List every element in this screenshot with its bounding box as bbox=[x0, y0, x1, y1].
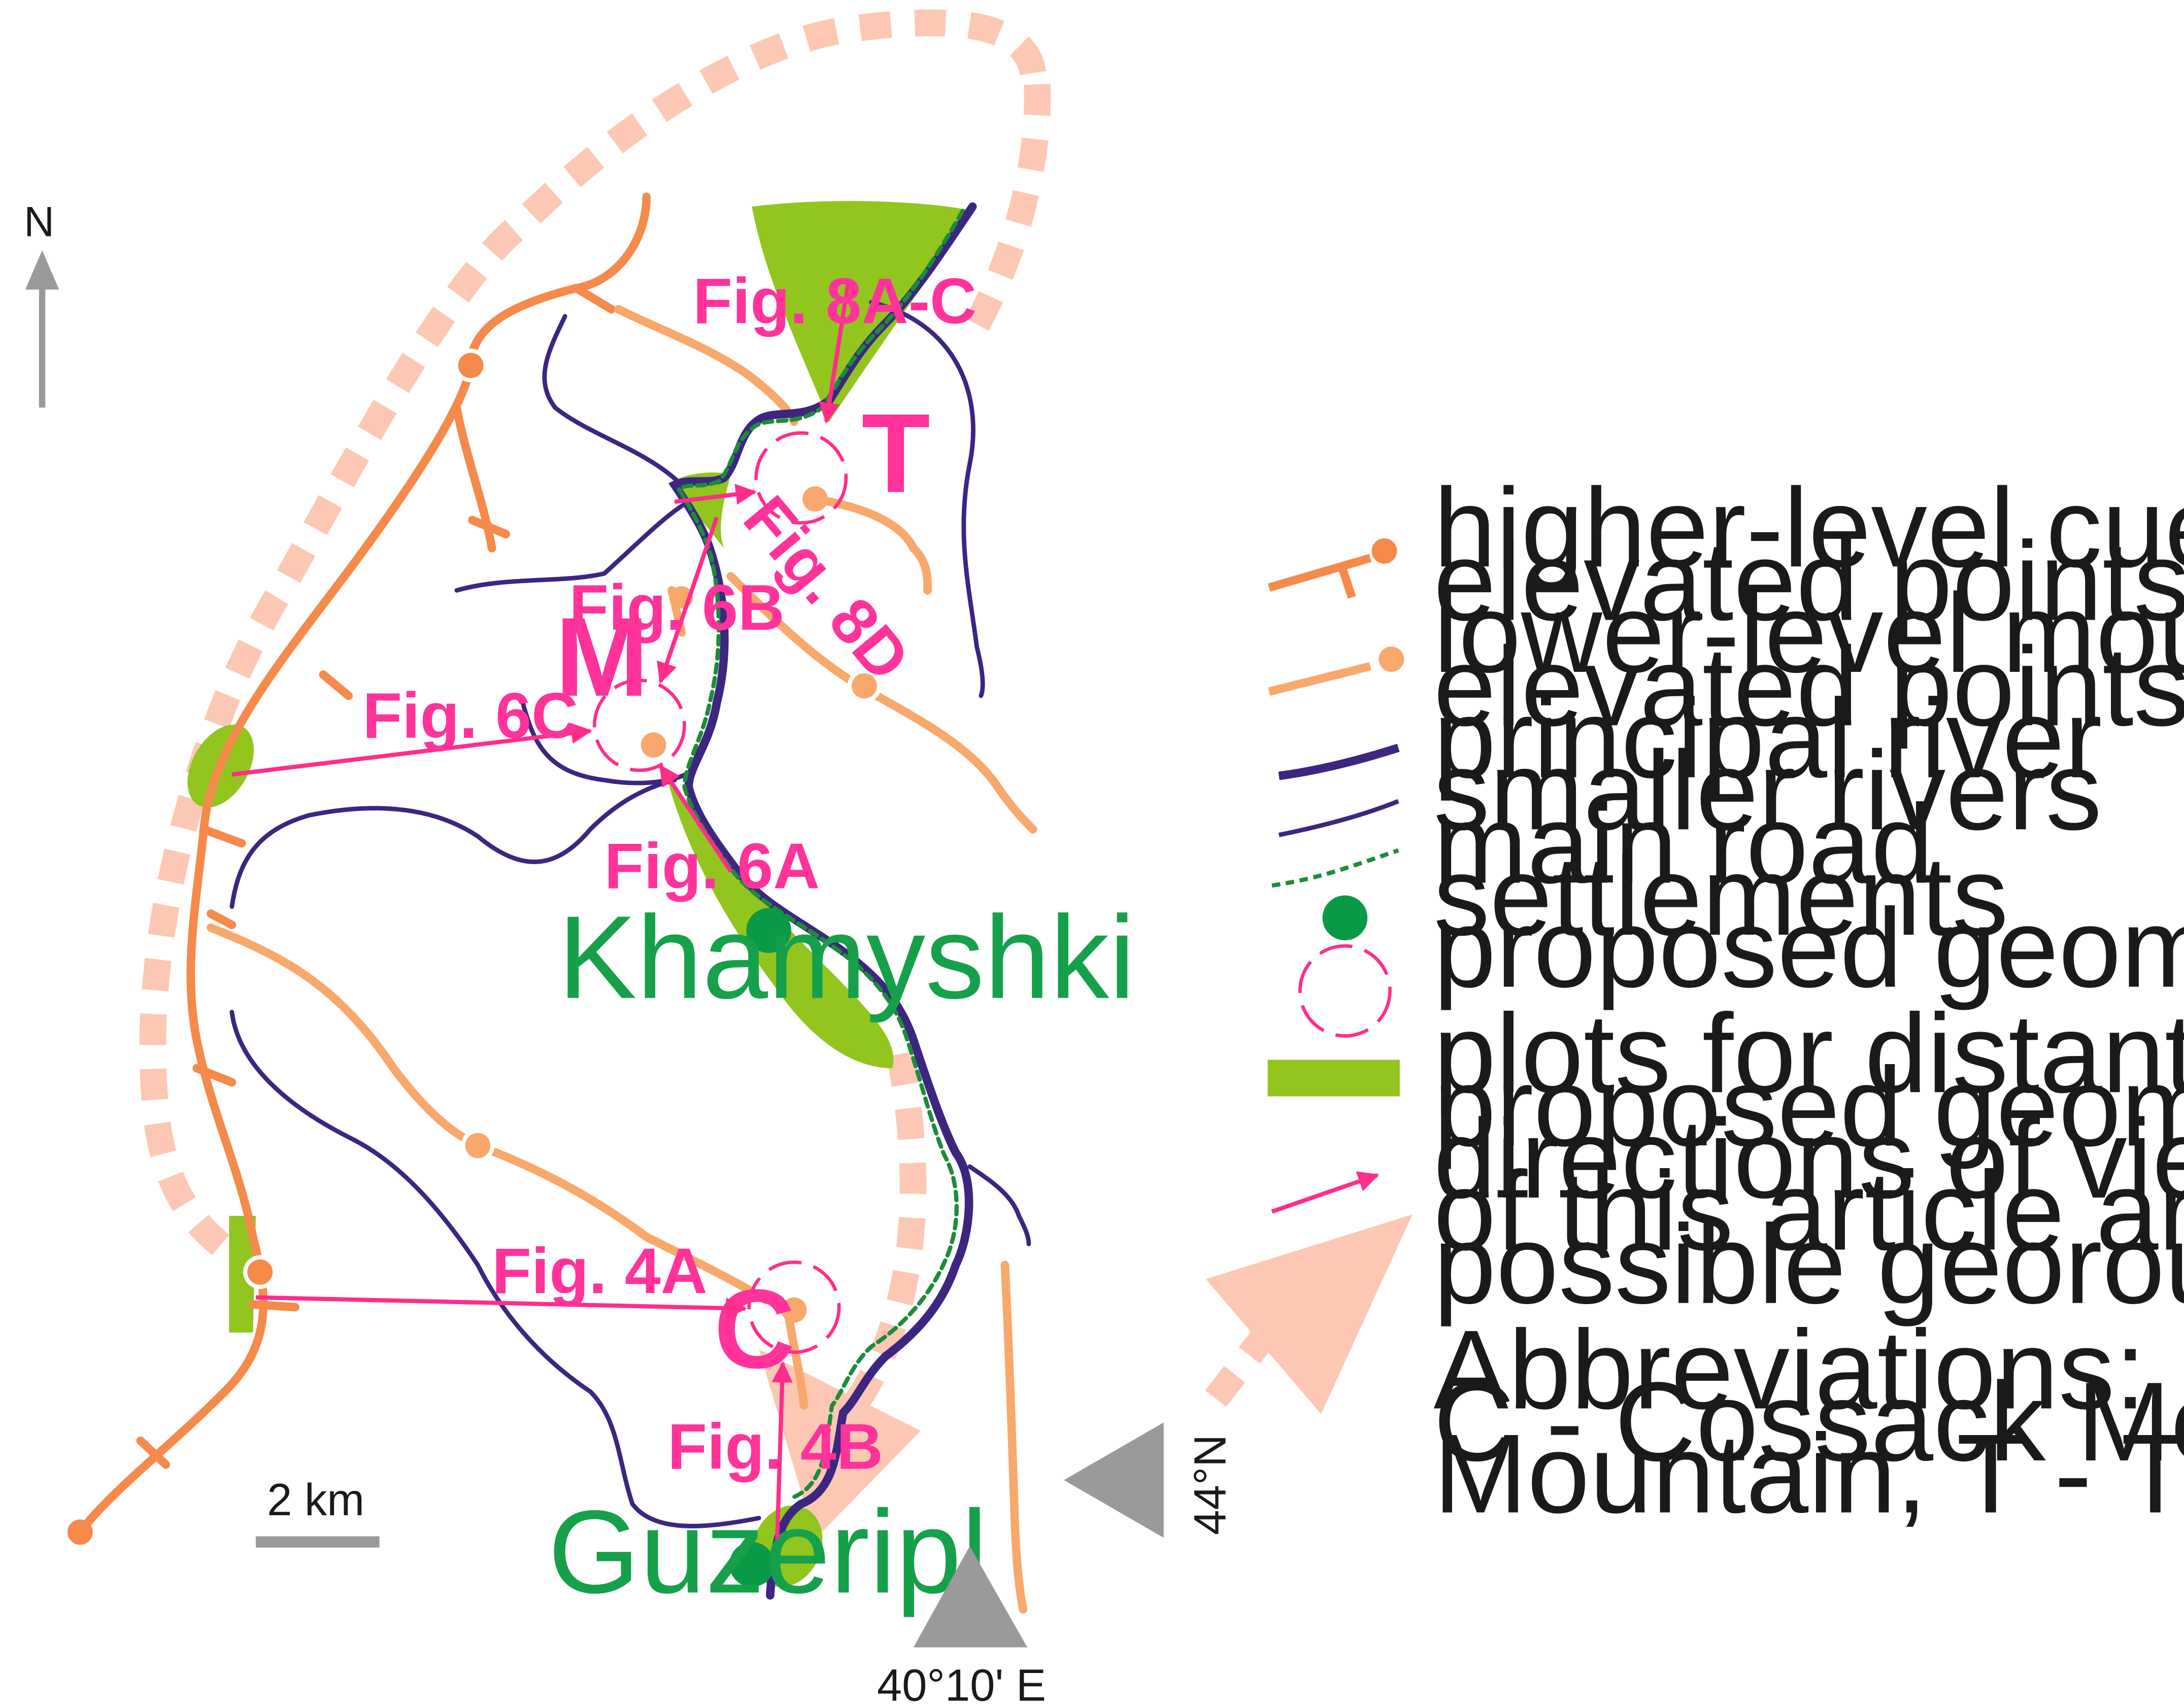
geomorphosite-circle-c bbox=[747, 1260, 841, 1354]
latitude-label: 44°N bbox=[1185, 1435, 1235, 1535]
view-arrow-fig-6b bbox=[656, 517, 719, 684]
settlement-marker bbox=[746, 908, 791, 953]
north-arrow-icon bbox=[25, 250, 59, 290]
latitude-marker-icon bbox=[1064, 1422, 1164, 1538]
legend-label: plots for distant observation of bbox=[1433, 990, 2184, 1116]
north-arrow bbox=[25, 250, 59, 408]
abbreviations-line: C - Cossack Mountain, M - Monk bbox=[1433, 1358, 2184, 1484]
legend-label: directions of views (related figures bbox=[1433, 1096, 2184, 1221]
legend-label: main road bbox=[1433, 781, 1933, 907]
view-arrows bbox=[231, 278, 851, 1540]
geomorphosite-circle-m bbox=[592, 678, 686, 772]
view-arrow-fig-6c bbox=[231, 723, 593, 777]
scale-label: 2 km bbox=[267, 1475, 364, 1525]
legend-icon-mountain-range bbox=[1268, 662, 1371, 696]
view-arrow-fig-8d bbox=[674, 484, 757, 505]
main-road bbox=[676, 209, 965, 1499]
legend-label: elevated points bbox=[1433, 623, 2184, 749]
georoute-arrowhead bbox=[1205, 1214, 1413, 1414]
elevated-point-higher bbox=[458, 353, 484, 379]
scale-bar bbox=[255, 1536, 380, 1548]
elevated-point-lower bbox=[781, 1297, 807, 1323]
elevated-points bbox=[67, 348, 882, 1545]
view-arrow-fig-4b bbox=[771, 1361, 793, 1540]
legend-label: principal river bbox=[1433, 675, 2102, 801]
view-arrow-fig-8a-c bbox=[819, 278, 851, 424]
plot-near-t bbox=[671, 472, 731, 549]
view-arrow-fig-6a bbox=[658, 764, 733, 873]
elevated-point-lower bbox=[641, 732, 666, 758]
fig-label: Fig. 8A-C bbox=[693, 265, 977, 337]
legend: higher-level cuesta scarp and elevated p… bbox=[1267, 464, 2184, 1537]
geomorphosite-letter: T bbox=[861, 390, 930, 516]
north-label: N bbox=[24, 198, 54, 245]
legend-icon-smaller-river bbox=[1278, 799, 1399, 837]
legend-label: possible georoute bbox=[1433, 1201, 2184, 1327]
elevated-point-lower bbox=[802, 486, 828, 512]
plot-north bbox=[752, 201, 973, 422]
legend-icon-observation-plot bbox=[1267, 1060, 1400, 1097]
legend-label: higher-level cuesta scarp and bbox=[1433, 464, 2184, 590]
legend-icon-main-road bbox=[1271, 848, 1399, 888]
settlement-marker bbox=[729, 1542, 775, 1587]
legend-label: elevated points bbox=[1433, 518, 2184, 644]
legend-icon-principal-river bbox=[1278, 743, 1400, 780]
elevated-point-lower bbox=[465, 1133, 491, 1158]
fig-label: Fig. 4B bbox=[667, 1411, 883, 1483]
fig-label: Fig. 6A bbox=[604, 830, 820, 902]
settlement-label: Guzeripl bbox=[548, 1486, 988, 1618]
view-arrow-fig-4a bbox=[255, 1295, 747, 1319]
cuesta-scarps bbox=[76, 192, 651, 1537]
fig-label: Fig. 4A bbox=[492, 1235, 708, 1307]
legend-icon-cuesta-scarp bbox=[1268, 554, 1372, 592]
settlement-label: Khamyshki bbox=[558, 892, 1135, 1024]
legend-symbols bbox=[1267, 538, 1404, 1214]
legend-label: smaller rivers bbox=[1433, 727, 2102, 853]
principal-river bbox=[668, 202, 977, 1600]
longitude-marker-icon bbox=[913, 1546, 1028, 1648]
legend-label: proposed geomorphosites bbox=[1433, 884, 2184, 1010]
abbreviations-line: Mountain, T - Three Teeth Mountain bbox=[1433, 1410, 2184, 1536]
geomorphosites bbox=[592, 431, 848, 1354]
abbreviations-title: Abbreviations: bbox=[1433, 1306, 2146, 1432]
elevated-point-higher bbox=[247, 1259, 273, 1285]
smaller-rivers bbox=[229, 300, 1031, 1528]
longitude-label: 40°10' E bbox=[877, 1660, 1046, 1705]
geomorphosite-circle-t bbox=[754, 431, 848, 525]
fig-label: Fig. 6C bbox=[362, 679, 578, 752]
fig-label: Fig. 6B bbox=[569, 571, 785, 643]
elevated-point-lower bbox=[852, 673, 877, 699]
legend-label: proposed geomorphosites bbox=[1433, 1044, 2184, 1170]
legend-icon-geomorphosite bbox=[1298, 944, 1392, 1038]
legend-icon-settlement bbox=[1322, 895, 1368, 941]
legend-label: of this article are indicated) bbox=[1433, 1147, 2184, 1273]
legend-label: lower-level mountain ranges and bbox=[1433, 570, 2184, 696]
geomorphosite-letter: M bbox=[555, 594, 649, 720]
legend-label: settlements bbox=[1433, 833, 2008, 959]
elevated-point-higher bbox=[67, 1519, 93, 1545]
legend-icon-view-direction bbox=[1271, 1171, 1380, 1214]
